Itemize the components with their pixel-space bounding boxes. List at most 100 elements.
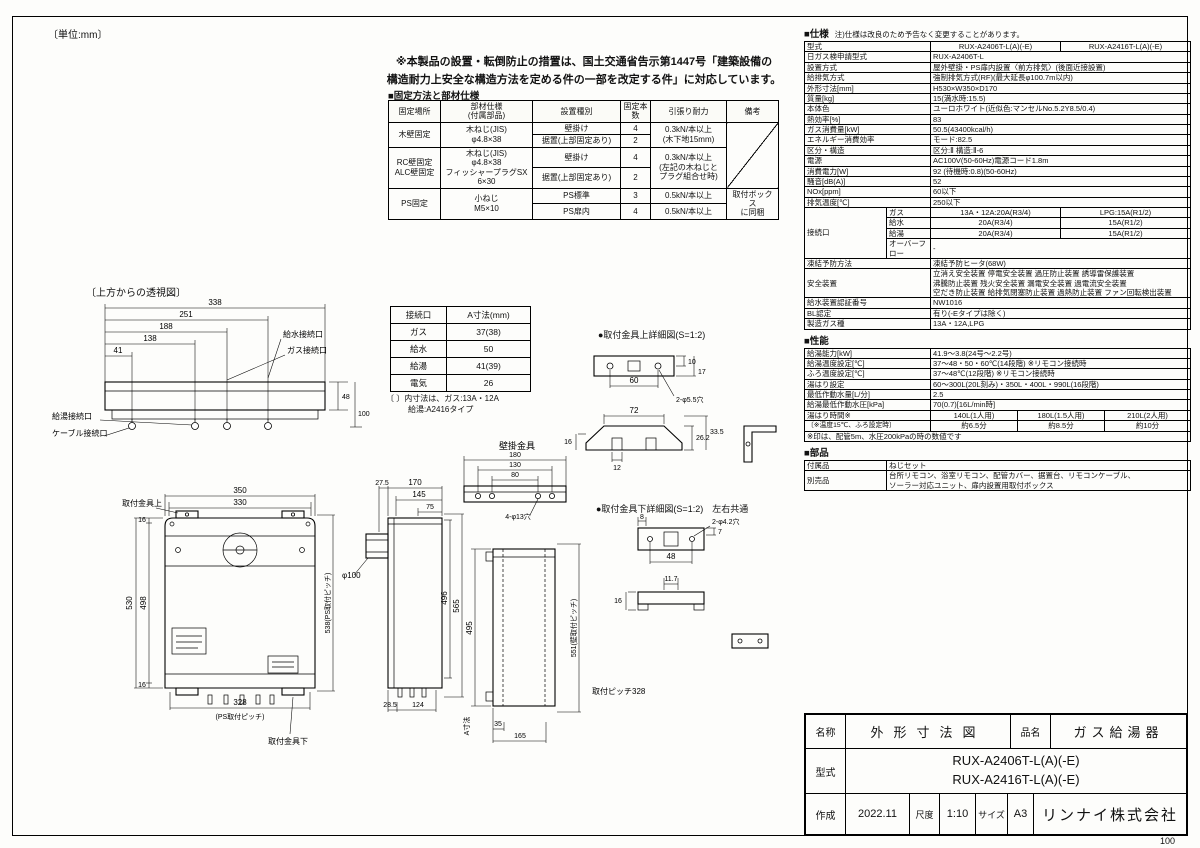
- mounting-pitch-label: 取付ピッチ328: [592, 686, 646, 696]
- column-header: A寸法(mm): [446, 306, 531, 324]
- model-number-1: RUX-A2406T-L(A)(-E): [952, 753, 1080, 769]
- dimension-label: 16: [614, 598, 622, 605]
- table-cell: 壁掛け: [532, 121, 621, 136]
- table-cell: 凍結予防ヒータ(68W): [930, 257, 1191, 270]
- table-cell: 13A・12A,LPG: [930, 318, 1191, 330]
- table-cell: 製造ガス種: [804, 318, 931, 330]
- exhaust-diameter-label: φ100: [342, 571, 361, 580]
- table-row: 凍結予防方法凍結予防ヒータ(68W): [804, 257, 1191, 270]
- table-cell: RUX-A2406T-L: [930, 51, 1191, 63]
- wall-bracket-dimension-lines: [463, 456, 567, 516]
- compliance-note: ※本製品の設置・転倒防止の措置は、国土交通省告示第1447号「建築設備の 構造耐…: [383, 54, 785, 89]
- upper-bracket-dimension-lines: [575, 355, 708, 462]
- column-header: 設置種別: [532, 100, 621, 123]
- table-cell: 据置(上部固定あり): [532, 134, 621, 148]
- table-row: 騒音[dB(A)]52: [804, 175, 1191, 188]
- table-cell: エネルギー消費効率: [804, 134, 931, 146]
- table-cell: 電源: [804, 155, 931, 167]
- dimension-label: 28.5: [383, 702, 397, 709]
- table-cell: 区分・構造: [804, 144, 931, 157]
- date-label: 作成: [806, 794, 846, 834]
- table-cell: 排気温度[℃]: [804, 196, 931, 209]
- dimension-label: 350: [233, 486, 247, 495]
- wall-bracket-label: 壁掛金具: [499, 440, 535, 451]
- upper-bracket-title: ●取付金具上詳細図(S=1:2): [598, 330, 706, 340]
- dimension-label: 180: [509, 452, 521, 459]
- table-cell: 熱効率[%]: [804, 113, 931, 126]
- front-view-dimension-lines: [134, 494, 335, 735]
- table-cell: 給水装置認証番号: [804, 297, 931, 309]
- dimension-label: 330: [233, 498, 247, 507]
- table-row: 熱効率[%]83: [804, 113, 1191, 126]
- table-row: 湯はり時間※140L(1人用)180L(1.5人用)210L(2人用): [804, 409, 1192, 422]
- table-cell: 92 (待機時:0.8)(50-60Hz): [930, 165, 1191, 177]
- connection-note-line2: 給湯:A2416タイプ: [408, 404, 474, 414]
- table-cell: 別売品: [804, 470, 887, 491]
- table-cell: 20A(R3/4): [930, 227, 1061, 240]
- model-numbers: RUX-A2406T-L(A)(-E) RUX-A2416T-L(A)(-E): [846, 749, 1186, 793]
- lower-bracket-callout: 取付金具下: [268, 736, 308, 746]
- side-view-drawing: 27.5 170 145 75 φ100 496 565 28.5 124 A寸…: [342, 478, 471, 735]
- table-cell: 本体色: [804, 103, 931, 115]
- table-row: 接続口 A寸法(mm): [390, 306, 531, 324]
- table-cell: 約8.5分: [1017, 420, 1105, 432]
- table-cell: 約10分: [1103, 420, 1192, 432]
- column-header: 部材仕様 (付属部品): [440, 100, 533, 123]
- dimension-label: 328: [233, 698, 247, 707]
- table-cell: 給水: [886, 217, 931, 229]
- drawing-name: 外形寸法図: [846, 715, 1011, 748]
- table-cell: 26: [446, 374, 531, 392]
- table-cell: 質量[kg]: [804, 92, 931, 105]
- dimension-label: 188: [159, 322, 173, 331]
- table-cell: 安全装置: [804, 268, 931, 299]
- table-cell: 50.5(43400kcal/h): [930, 123, 1191, 136]
- table-cell: 41.9〜3.8(24号〜2.2号): [929, 347, 1192, 359]
- table-cell: 凍結予防方法: [804, 257, 931, 270]
- dimension-label: (PS取付ピッチ): [216, 712, 265, 721]
- rear-view-body: [485, 548, 556, 707]
- table-cell: -: [930, 238, 1191, 259]
- dimension-label: 12: [613, 465, 621, 472]
- column-header: 固定場所: [388, 100, 441, 123]
- table-cell: 60以下: [930, 186, 1191, 198]
- table-row: 外形寸法[mm]H530×W350×D170: [804, 82, 1191, 94]
- title-block: 名称 外形寸法図 品名 ガス給湯器 型式 RUX-A2406T-L(A)(-E)…: [804, 713, 1188, 836]
- gas-connection-label: ガス接続口: [287, 345, 327, 355]
- lower-bracket-drawing: 8 2-φ4.2穴 7 48 11.7 16 取付ピッチ328: [592, 514, 769, 696]
- table-cell: 騒音[dB(A)]: [804, 175, 931, 188]
- table-row: 固定場所 部材仕様 (付属部品) 設置種別 固定本数 引張り耐力 備考: [388, 100, 779, 123]
- table-cell: 湯はり設定: [804, 378, 931, 391]
- table-row: 安全装置立消え安全装置 停電安全装置 過圧防止装置 誘導雷保護装置 沸騰防止装置…: [804, 268, 1191, 299]
- compliance-note-line1: ※本製品の設置・転倒防止の措置は、国土交通省告示第1447号「建築設備の: [395, 56, 773, 68]
- table-cell: モード:82.5: [930, 134, 1191, 146]
- table-cell: 強制排気方式(RF)(最大延長φ100.7m以内): [930, 72, 1191, 84]
- table-cell: 15A(R1/2): [1060, 217, 1191, 229]
- table-cell: 給湯: [390, 357, 447, 375]
- table-row: BL認定有り(-Eタイプは除く): [804, 307, 1191, 320]
- top-view-dimension-lines: [99, 304, 362, 437]
- spec-section-header: ■仕様 注)仕様は改良のため予告なく変更することがあります。: [804, 26, 1190, 40]
- table-cell: NOx[ppm]: [804, 186, 931, 198]
- dimension-label: 11.7: [664, 576, 677, 583]
- table-row: ※印は、配管5m、水圧200kPaの時の数値です: [803, 430, 1192, 442]
- parts-table: 付属品ねじセット別売品台所リモコン、浴室リモコン、配管カバー、据置台、リモコンケ…: [804, 459, 1191, 491]
- upper-bracket-drawing: 60 10 17 2-φ5.5穴 72 26.2 33.5 16 12: [564, 355, 777, 472]
- table-cell: PS標準: [532, 187, 621, 205]
- table-cell: 2.5: [929, 388, 1192, 401]
- table-cell: 付属品: [804, 459, 887, 472]
- dimension-label: 565: [452, 599, 461, 613]
- unit-note: 〔単位:mm〕: [48, 30, 108, 41]
- dimension-label: 10: [688, 359, 696, 366]
- dimension-label: 145: [412, 490, 426, 499]
- table-cell: 20A(R3/4): [930, 217, 1061, 229]
- dimension-label: 538(PS取付ピッチ): [323, 573, 332, 634]
- table-cell: 83: [930, 113, 1191, 126]
